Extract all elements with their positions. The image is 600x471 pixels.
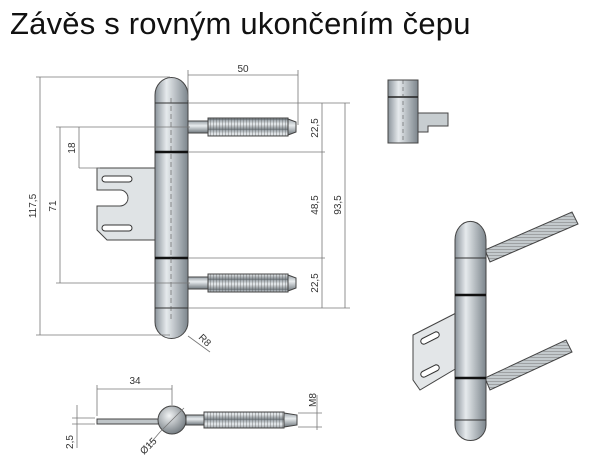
page-title: Závěs s rovným ukončením čepu [10,6,471,41]
dim-side-length: 34 [129,376,141,387]
dim-segments-total: 93,5 [333,195,344,215]
dim-radius: R8 [196,332,213,349]
dim-lower-segment: 22,5 [310,273,321,293]
lower-pin [187,273,297,293]
mounting-plate [96,167,156,241]
front-dimensions: 117,5 71 18 50 22,5 48,5 22,5 93,5 R8 [28,64,350,353]
dim-ball-diameter: Ø15 [138,436,159,457]
hinge-barrel [154,76,189,339]
dim-thickness: 2,5 [65,435,76,449]
dim-middle-segment: 48,5 [310,195,321,215]
isometric-view [412,211,579,441]
dim-pin-length: 50 [237,64,249,75]
dim-total-height: 117,5 [28,193,39,218]
dim-plate-offset: 18 [67,142,78,154]
dim-thread: M8 [308,393,319,407]
top-detail-view [387,79,449,144]
side-view: 34 2,5 Ø15 M8 [65,376,322,457]
front-view [96,76,297,339]
dim-pin-spacing: 71 [48,200,59,212]
upper-pin [187,117,297,137]
dim-upper-segment: 22,5 [310,118,321,138]
